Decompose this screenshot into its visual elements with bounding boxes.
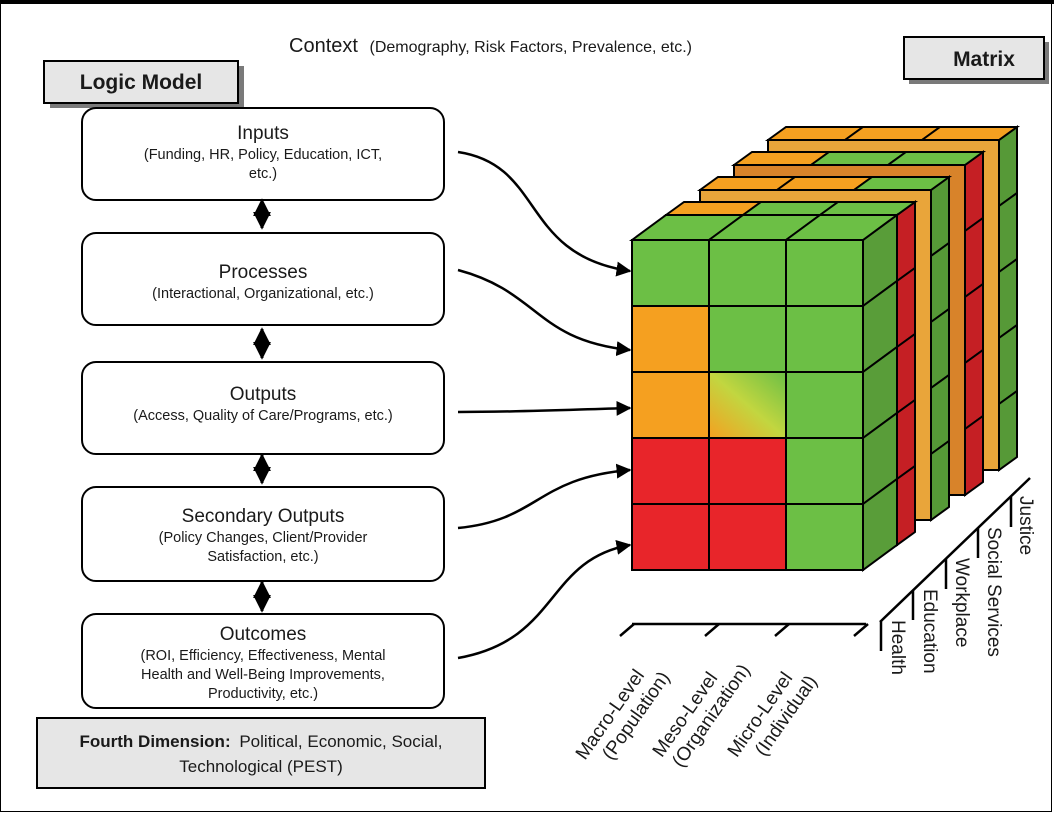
matrix-side-cell [964, 414, 984, 497]
outcomes-box-title: Outcomes [220, 624, 307, 645]
matrix-cell [708, 437, 787, 505]
matrix-cell [785, 503, 864, 571]
outputs-arrow [457, 400, 632, 416]
matrix-cell [785, 305, 864, 373]
inputs-box-detail: etc.) [249, 166, 277, 182]
logic-model-boxes: Inputs (Funding, HR, Policy, Education, I… [81, 107, 445, 709]
matrix-cell [708, 305, 787, 373]
matrix-top-cell [850, 176, 953, 191]
secondary-outputs-arrow [457, 463, 632, 530]
matrix-cell [631, 239, 710, 307]
logic-model-tab [43, 60, 239, 104]
outcomes-arrow [457, 539, 632, 660]
matrix-cell [631, 503, 710, 571]
matrix-cell [708, 503, 787, 571]
matrix-top-cell [918, 126, 1021, 141]
outputs-box-detail: (Access, Quality of Care/Programs, etc.) [133, 408, 392, 424]
matrix-cell [708, 371, 787, 439]
frame-top-border [0, 0, 1054, 4]
matrix-title: Matrix [953, 48, 1015, 71]
outcomes-box-detail: (ROI, Efficiency, Effectiveness, Mental [141, 648, 386, 664]
fourth-dimension-box [36, 717, 486, 789]
inputs-box-detail: (Funding, HR, Policy, Education, ICT, [144, 147, 382, 163]
context-heading: Context (Demography, Risk Factors, Preva… [289, 35, 692, 57]
matrix-cell [631, 305, 710, 373]
level-axis-tick [704, 623, 720, 637]
sector-label: Justice [1015, 496, 1036, 555]
matrix-cell [631, 371, 710, 439]
level-axis-tick [619, 623, 635, 637]
inputs-arrow [457, 150, 632, 277]
box-to-matrix-arrows [457, 150, 632, 660]
matrix-side-cell [896, 464, 916, 547]
matrix-cell [785, 239, 864, 307]
outcomes-box-detail: Productivity, etc.) [208, 686, 318, 702]
fourth-dimension-line-2: Technological (PEST) [179, 757, 342, 776]
processes-box [81, 232, 445, 326]
matrix-top-cell [884, 151, 987, 166]
secondary-outputs-box-detail: (Policy Changes, Client/Provider [159, 530, 368, 546]
fourth-dimension-text-1: Political, Economic, Social, [239, 732, 442, 751]
context-label: Context [289, 35, 358, 57]
level-axis-tick [774, 623, 790, 637]
processes-box-detail: (Interactional, Organizational, etc.) [152, 286, 374, 302]
outputs-box-title: Outputs [230, 384, 297, 405]
matrix-cell [708, 239, 787, 307]
matrix-tab [903, 36, 1045, 80]
matrix-cell [631, 437, 710, 505]
sector-label: Workplace [951, 558, 972, 647]
sector-label: Social Services [983, 527, 1004, 657]
secondary-outputs-box-detail: Satisfaction, etc.) [207, 549, 318, 565]
processes-box-title: Processes [219, 262, 308, 283]
sector-axis-line [879, 477, 1031, 623]
outcomes-box-detail: Health and Well-Being Improvements, [141, 667, 385, 683]
matrix-top-cell [816, 201, 919, 216]
matrix-side-cell [998, 389, 1018, 472]
matrix-cell [785, 371, 864, 439]
context-detail: (Demography, Risk Factors, Prevalence, e… [370, 39, 692, 56]
matrix-cell [785, 437, 864, 505]
level-axis-tick [853, 623, 869, 637]
level-label: Macro-Level(Population) [572, 655, 675, 776]
sector-label: Education [919, 589, 940, 674]
outcomes-box [81, 613, 445, 709]
sector-label: Health [887, 620, 908, 675]
matrix-cube [628, 125, 1021, 572]
matrix-side-cell [930, 439, 950, 522]
inputs-box-title: Inputs [237, 123, 289, 144]
fourth-dimension-label: Fourth Dimension: [80, 732, 231, 751]
logic-model-title: Logic Model [80, 71, 203, 94]
secondary-outputs-box-title: Secondary Outputs [182, 506, 345, 527]
fourth-dimension-line-1: Fourth Dimension: Political, Economic, S… [80, 732, 443, 751]
processes-arrow [457, 268, 632, 357]
